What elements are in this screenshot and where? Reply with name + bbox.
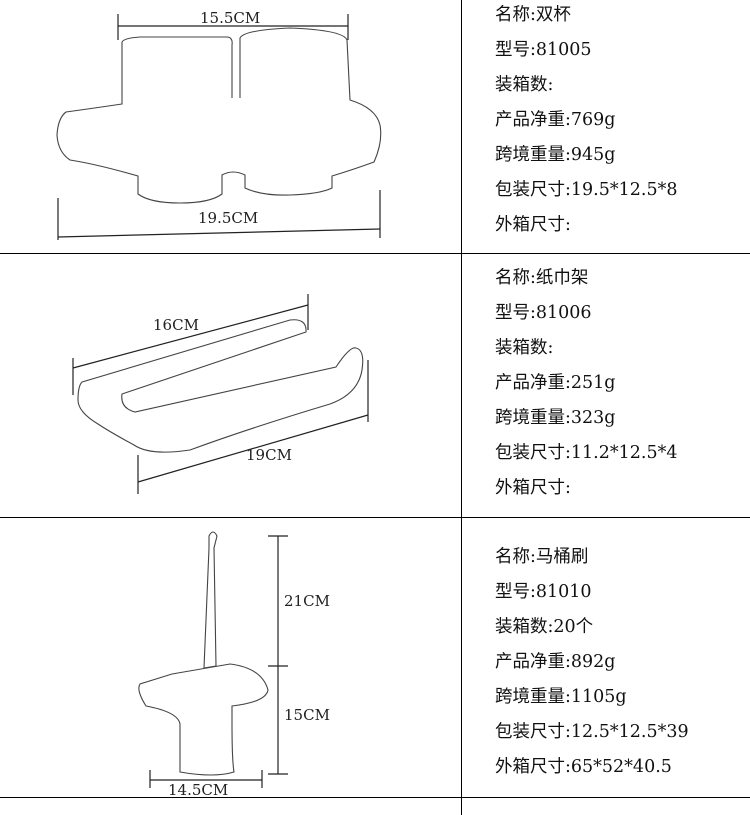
carton-quantity: 装箱数: bbox=[495, 338, 554, 358]
package-size: 包装尺寸:11.2*12.5*4 bbox=[495, 443, 678, 463]
spec-block-double-cup: 名称:双杯 型号:81005 装箱数: 产品净重:769g 跨境重量:945g … bbox=[495, 0, 677, 243]
package-size: 包装尺寸:12.5*12.5*39 bbox=[495, 722, 689, 742]
product-name: 名称:纸巾架 bbox=[495, 268, 589, 288]
double-cup-drawing: 15.5CM 19.5CM bbox=[56, 9, 382, 240]
row-divider-1 bbox=[0, 253, 750, 254]
toilet-brush-drawing: 21CM 15CM 14.5CM bbox=[138, 531, 330, 799]
carton-size: 外箱尺寸:65*52*40.5 bbox=[495, 757, 672, 777]
column-divider bbox=[461, 0, 462, 815]
package-size: 包装尺寸:19.5*12.5*8 bbox=[495, 180, 678, 200]
gross-weight: 跨境重量:945g bbox=[495, 145, 616, 165]
dim-label: 15.5CM bbox=[200, 9, 260, 27]
gross-weight: 跨境重量:323g bbox=[495, 408, 616, 428]
spec-block-toilet-brush: 名称:马桶刷 型号:81010 装箱数:20个 产品净重:892g 跨境重量:1… bbox=[495, 540, 689, 785]
net-weight: 产品净重:251g bbox=[495, 373, 616, 393]
row-divider-2 bbox=[0, 517, 750, 518]
spec-block-towel-holder: 名称:纸巾架 型号:81006 装箱数: 产品净重:251g 跨境重量:323g… bbox=[495, 261, 677, 506]
product-drawings: 15.5CM 19.5CM 16CM 19CM 21CM 15CM 14.5CM bbox=[56, 9, 382, 799]
dim-label: 15CM bbox=[284, 706, 330, 724]
product-model: 型号:81005 bbox=[495, 40, 592, 60]
towel-holder-drawing: 16CM 19CM bbox=[72, 294, 369, 494]
product-name: 名称:双杯 bbox=[495, 5, 571, 25]
dim-label: 19.5CM bbox=[198, 209, 258, 227]
product-model: 型号:81006 bbox=[495, 303, 592, 323]
dim-label: 21CM bbox=[284, 592, 330, 610]
dim-label: 16CM bbox=[153, 316, 199, 334]
product-model: 型号:81010 bbox=[495, 582, 592, 602]
carton-quantity: 装箱数:20个 bbox=[495, 617, 594, 637]
product-name: 名称:马桶刷 bbox=[495, 547, 589, 567]
gross-weight: 跨境重量:1105g bbox=[495, 687, 627, 707]
net-weight: 产品净重:892g bbox=[495, 652, 616, 672]
carton-size: 外箱尺寸: bbox=[495, 215, 571, 235]
net-weight: 产品净重:769g bbox=[495, 110, 616, 130]
row-divider-3 bbox=[0, 797, 750, 798]
dim-label: 19CM bbox=[246, 446, 292, 464]
carton-size: 外箱尺寸: bbox=[495, 478, 571, 498]
dim-label: 14.5CM bbox=[168, 781, 228, 799]
carton-quantity: 装箱数: bbox=[495, 75, 554, 95]
